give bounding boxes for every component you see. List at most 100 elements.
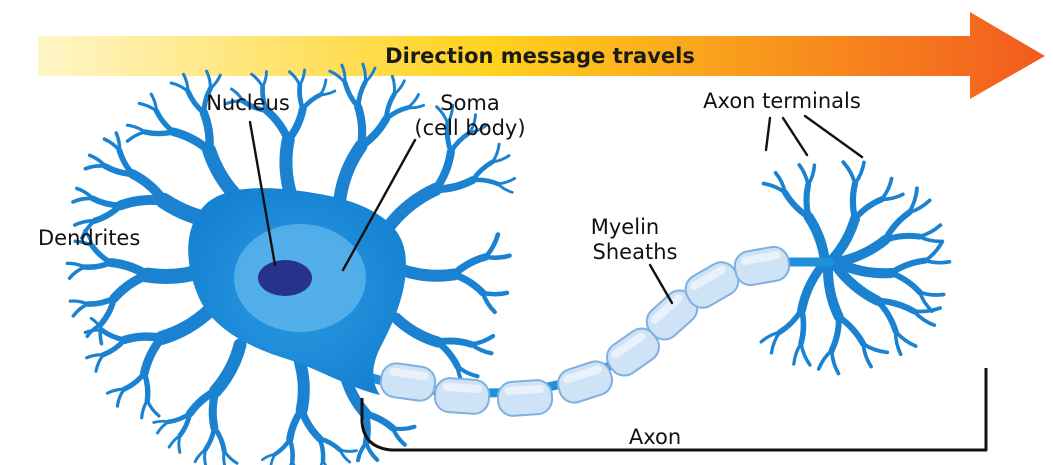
dendrite-branch <box>116 147 136 177</box>
dendrite-branch <box>434 338 461 370</box>
axon-bracket <box>360 368 988 452</box>
dendrite-branch <box>94 353 105 373</box>
dendrite-branch <box>284 105 307 144</box>
dendrite-branch <box>317 436 326 463</box>
axon-terminals-leader-3 <box>803 114 864 159</box>
axon-terminal-branch <box>773 170 788 195</box>
dendrite-branch <box>383 182 443 232</box>
axon-terminal-branch <box>852 196 885 222</box>
dendrite-branch <box>392 79 406 96</box>
dendrite-branch <box>470 177 501 187</box>
dendrite-branch <box>121 370 147 392</box>
myelin-sheath-highlight <box>650 294 683 324</box>
dendrite-branch <box>100 337 128 358</box>
axon-terminals-leader-2 <box>781 116 809 157</box>
myelin-sheath-body <box>496 379 554 417</box>
dendrite-branch <box>181 72 190 93</box>
axon-terminal-branch <box>888 257 929 277</box>
axon-terminal-branch <box>911 309 937 328</box>
dendrite-branch <box>319 459 325 465</box>
dendrite-branch <box>125 123 147 134</box>
myelin-sheath-segment <box>496 379 554 417</box>
axon-terminal-branch <box>806 163 817 187</box>
dendrite-branch <box>75 186 95 201</box>
axon-terminal-branch <box>917 223 943 239</box>
dendrite-branch <box>260 84 270 113</box>
dendrite-branch <box>199 108 214 155</box>
dendrite-branch <box>480 290 497 315</box>
dendrite-branch <box>338 448 358 453</box>
axon-terminal-branch <box>888 270 923 296</box>
dendrite-branch <box>355 79 368 110</box>
dendrite-branch <box>290 460 296 465</box>
nucleus-leader <box>248 120 277 267</box>
dendrite-branch <box>250 72 265 89</box>
dendrite-branch <box>71 196 95 204</box>
dendrite-branch <box>65 261 87 269</box>
dendrite-branch <box>142 129 177 137</box>
dendrite-branch <box>185 387 220 418</box>
dendrite-branch <box>448 130 473 154</box>
dendrite-branch <box>152 419 171 424</box>
labels: Nucleus Soma (cell body) Dendrites Axon … <box>38 89 861 449</box>
soma-label-line2: (cell body) <box>414 116 525 140</box>
myelin-sheath-segment <box>733 245 791 287</box>
dendrite-branch <box>287 437 295 464</box>
dendrites-label: Dendrites <box>38 226 140 250</box>
axon-terminal-branch <box>879 176 894 202</box>
dendrite-branch <box>87 153 107 168</box>
myelin-label-line1: Myelin <box>591 215 659 239</box>
axon-terminal-branch <box>828 313 842 354</box>
dendrite-branch <box>167 433 182 449</box>
axon-terminal-branch <box>853 160 866 186</box>
dendrite-branch <box>208 73 222 90</box>
dendrite-branch <box>431 176 477 194</box>
dendrite-branch <box>431 147 455 194</box>
dendrite-branch <box>67 265 87 280</box>
dendrite-branch <box>114 131 122 153</box>
dendrite-branch <box>106 258 152 280</box>
axon-terminal-branches <box>759 160 952 376</box>
myelin-label-line2: Sheaths <box>593 240 678 264</box>
myelin-sheath-highlight <box>442 382 483 394</box>
dendrite-branch <box>222 449 227 465</box>
axon-terminal-branch <box>882 232 923 243</box>
dendrite-branch <box>300 92 323 112</box>
myelin-sheath-segment <box>556 360 614 404</box>
dendrite-branch <box>406 93 420 110</box>
axon-terminal-branch <box>803 182 812 220</box>
myelin-sheath-highlight <box>389 367 429 381</box>
dendrite-branch <box>318 78 328 97</box>
axon-terminal-branch <box>835 313 867 347</box>
dendrite-branch <box>261 70 268 89</box>
dendrite-branch <box>496 176 517 186</box>
dendrite-branch <box>294 356 310 416</box>
dendrite-branch <box>357 115 390 150</box>
dendrite-branch <box>390 74 396 96</box>
myelin-sheath-segment <box>379 362 437 402</box>
dendrite-branch <box>115 387 126 408</box>
axon-terminals-leader-1 <box>764 116 772 152</box>
direction-label: Direction message travels <box>385 44 695 68</box>
dendrite-branch <box>496 182 514 194</box>
dendrite-branch <box>154 303 217 345</box>
dendrite-branch <box>286 406 306 443</box>
dendrite-branch <box>201 86 213 116</box>
dendrite-branch <box>491 154 511 164</box>
axon-terminal-branch <box>874 297 899 335</box>
axon-terminal-branch <box>835 259 897 279</box>
myelin-sheath-highlight <box>611 332 646 359</box>
dendrite-branch <box>383 105 411 122</box>
myelin-sheaths <box>379 245 791 417</box>
axon-terminal-branch <box>792 341 803 366</box>
dendrite-branch <box>85 353 105 360</box>
myelin-sheath-body <box>733 245 791 287</box>
dendrite-branch <box>89 243 114 266</box>
dendrite-branch <box>139 333 166 378</box>
dendrite-branch <box>71 302 90 318</box>
dendrite-branch <box>390 424 417 432</box>
axon-terminal-branch <box>841 160 857 186</box>
dendrite-branch <box>177 433 182 454</box>
dendrite-branch <box>340 63 347 85</box>
